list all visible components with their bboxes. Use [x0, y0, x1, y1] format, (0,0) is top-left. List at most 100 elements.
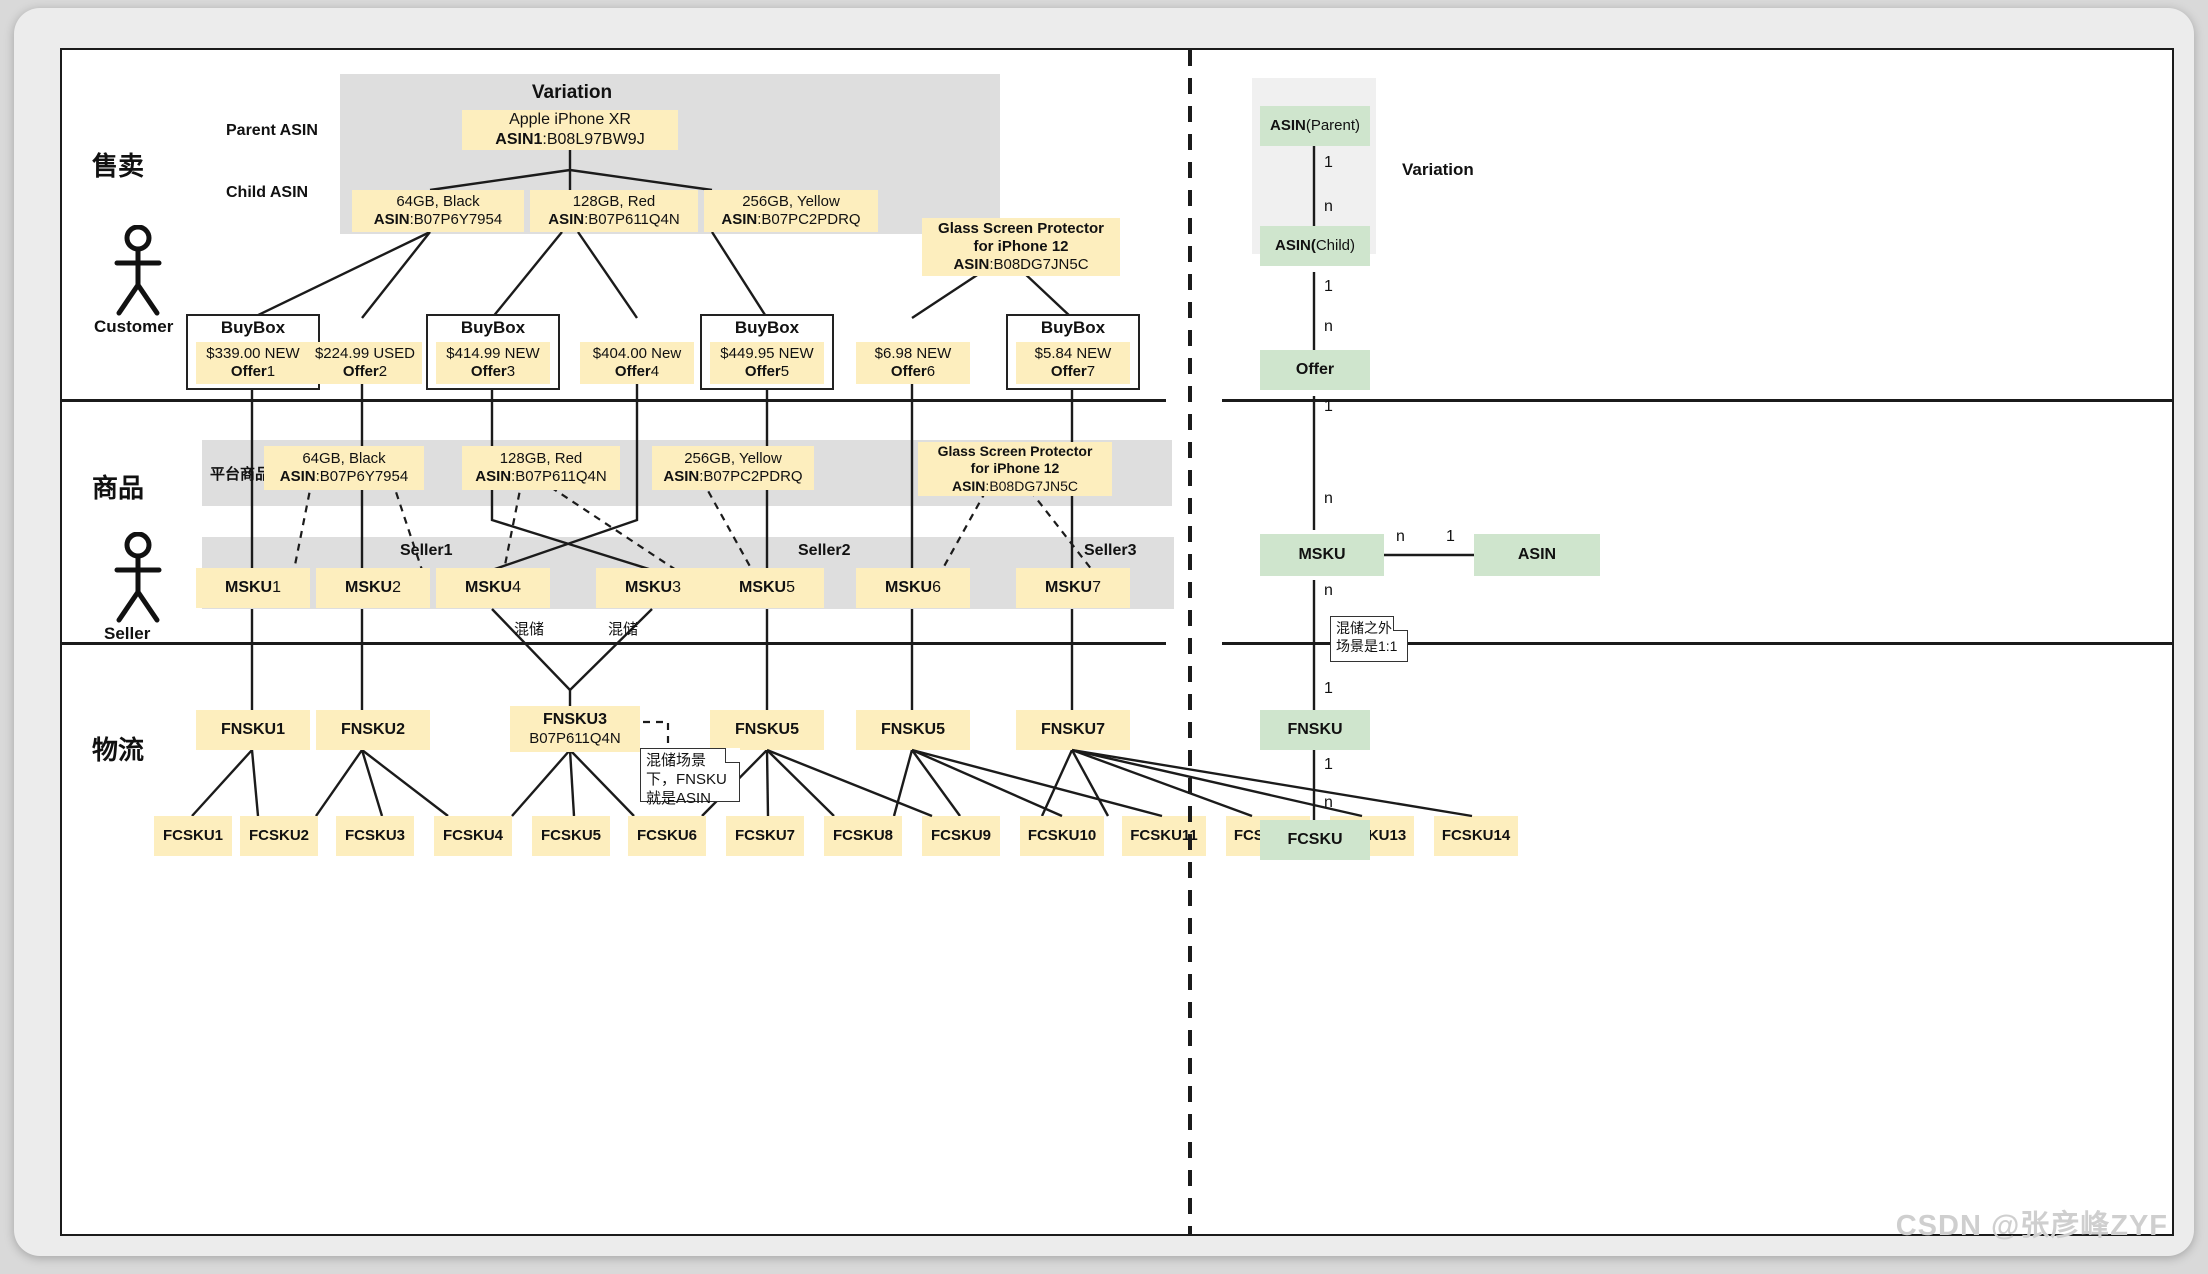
- platform-product-node-1[interactable]: 64GB, Black ASIN:B07P6Y7954: [264, 446, 424, 490]
- offer-price: $5.84 NEW: [1034, 344, 1112, 362]
- offer-name: Offer6: [890, 363, 936, 380]
- legend-fnsku-node[interactable]: FNSKU: [1260, 710, 1370, 750]
- fcsku-node-5[interactable]: FCSKU5: [532, 816, 610, 856]
- child-asin-node-2[interactable]: 128GB, Red ASIN:B07P611Q4N: [530, 190, 698, 232]
- legend-offer-node[interactable]: Offer: [1260, 350, 1370, 390]
- fnsku-node-1[interactable]: FNSKU1: [196, 710, 310, 750]
- offer-price: $224.99 USED: [314, 344, 416, 362]
- msku-node-6[interactable]: MSKU6: [856, 568, 970, 608]
- child-asin-node-3[interactable]: 256GB, Yellow ASIN:B07PC2PDRQ: [704, 190, 878, 232]
- msku-node-3[interactable]: MSKU3: [596, 568, 710, 608]
- fnsku-mixed-storage-note: 混储场景下，FNSKU就是ASIN: [640, 748, 740, 807]
- card-parent-child-bottom: n: [1324, 198, 1333, 215]
- msku-node-7[interactable]: MSKU7: [1016, 568, 1130, 608]
- fcsku-node-7[interactable]: FCSKU7: [726, 816, 804, 856]
- offer-node-3[interactable]: $414.99 NEW Offer3: [436, 342, 550, 384]
- fnsku-node-5a[interactable]: FNSKU5: [710, 710, 824, 750]
- diagram-card: 售卖 Customer 商品 Seller 物流 Variation Paren…: [14, 8, 2194, 1256]
- fcsku-node-6[interactable]: FCSKU6: [628, 816, 706, 856]
- fnsku-node-3[interactable]: FNSKU3 B07P611Q4N: [510, 706, 640, 752]
- fcsku-label: FCSKU7: [734, 826, 795, 844]
- platform-product-title: 256GB, Yellow: [684, 449, 782, 467]
- child-asin-node-1[interactable]: 64GB, Black ASIN:B07P6Y7954: [352, 190, 524, 232]
- legend-variation-label: Variation: [1402, 160, 1474, 179]
- fcsku-node-11[interactable]: FCSKU11: [1122, 816, 1206, 856]
- card-fnsku-fcsku-bottom: n: [1324, 794, 1333, 811]
- offer-name: Offer5: [744, 363, 790, 380]
- fcsku-label: FCSKU11: [1130, 826, 1198, 844]
- lane-title-logistics: 物流: [92, 735, 145, 765]
- seller-label-2: Seller2: [798, 542, 851, 559]
- fnsku-label: FNSKU5: [734, 721, 799, 739]
- variation-group-title: Variation: [531, 82, 613, 103]
- msku-node-4[interactable]: MSKU4: [436, 568, 550, 608]
- card-parent-child-top: 1: [1324, 154, 1333, 171]
- fcsku-label: FCSKU6: [636, 826, 697, 844]
- child-asin-label: Child ASIN: [226, 184, 309, 201]
- offer-name: Offer2: [342, 363, 388, 380]
- offer-node-7[interactable]: $5.84 NEW Offer7: [1016, 342, 1130, 384]
- lane-divider-1: [62, 399, 1166, 402]
- fcsku-node-2[interactable]: FCSKU2: [240, 816, 318, 856]
- offer-price: $449.95 NEW: [720, 344, 814, 362]
- fcsku-label: FCSKU3: [344, 826, 405, 844]
- lane-divider-2: [62, 642, 1166, 645]
- card-child-offer-top: 1: [1324, 278, 1333, 295]
- platform-product-node-3[interactable]: 256GB, Yellow ASIN:B07PC2PDRQ: [652, 446, 814, 490]
- standalone-asin-title-2: for iPhone 12: [973, 237, 1069, 255]
- legend-msku-node[interactable]: MSKU: [1260, 534, 1384, 576]
- legend-asin-child-node[interactable]: ASIN(Child): [1260, 226, 1370, 266]
- child-asin-title: 256GB, Yellow: [742, 192, 840, 210]
- offer-node-1[interactable]: $339.00 NEW Offer1: [196, 342, 310, 384]
- fnsku-node-5b[interactable]: FNSKU5: [856, 710, 970, 750]
- offer-node-6[interactable]: $6.98 NEW Offer6: [856, 342, 970, 384]
- seller-label-1: Seller1: [400, 542, 453, 559]
- legend-asin-node[interactable]: ASIN: [1474, 534, 1600, 576]
- offer-node-5[interactable]: $449.95 NEW Offer5: [710, 342, 824, 384]
- fnsku-node-7[interactable]: FNSKU7: [1016, 710, 1130, 750]
- parent-asin-label: Parent ASIN: [226, 122, 318, 139]
- lane-title-product: 商品: [92, 473, 145, 503]
- msku-node-2[interactable]: MSKU2: [316, 568, 430, 608]
- card-child-offer-bottom: n: [1324, 318, 1333, 335]
- note-fold-corner: [1393, 616, 1408, 631]
- offer-node-4[interactable]: $404.00 New Offer4: [580, 342, 694, 384]
- fcsku-node-4[interactable]: FCSKU4: [434, 816, 512, 856]
- fcsku-node-3[interactable]: FCSKU3: [336, 816, 414, 856]
- fcsku-node-9[interactable]: FCSKU9: [922, 816, 1000, 856]
- legend-asin-parent-node[interactable]: ASIN(Parent): [1260, 106, 1370, 146]
- watermark: CSDN @张彦峰ZYF: [1895, 1210, 2168, 1242]
- note-text: 混储之外场景是1:1: [1336, 620, 1398, 654]
- standalone-asin-node[interactable]: Glass Screen Protector for iPhone 12 ASI…: [922, 218, 1120, 276]
- legend-offer-label: Offer: [1295, 361, 1335, 379]
- parent-asin-node[interactable]: Apple iPhone XR ASIN1:B08L97BW9J: [462, 110, 678, 150]
- fcsku-label: FCSKU5: [540, 826, 601, 844]
- card-offer-msku-bottom: n: [1324, 490, 1333, 507]
- card-msku-fnsku-bottom: 1: [1324, 680, 1333, 697]
- fcsku-label: FCSKU2: [248, 826, 309, 844]
- platform-product-title: 128GB, Red: [499, 449, 583, 467]
- platform-product-title-2: for iPhone 12: [970, 460, 1060, 477]
- legend-asin-parent-label: ASIN(Parent): [1269, 116, 1361, 134]
- fcsku-node-1[interactable]: FCSKU1: [154, 816, 232, 856]
- lane-title-sell: 售卖: [92, 151, 145, 181]
- fcsku-node-14[interactable]: FCSKU14: [1434, 816, 1518, 856]
- platform-product-node-4[interactable]: Glass Screen Protector for iPhone 12 ASI…: [918, 442, 1112, 496]
- platform-products-label: 平台商品: [210, 466, 271, 483]
- fcsku-node-10[interactable]: FCSKU10: [1020, 816, 1104, 856]
- note-text: 混储场景下，FNSKU就是ASIN: [646, 752, 727, 807]
- legend-fcsku-node[interactable]: FCSKU: [1260, 820, 1370, 860]
- msku-node-5[interactable]: MSKU5: [710, 568, 824, 608]
- fnsku-label: FNSKU5: [880, 721, 945, 739]
- legend-fcsku-label: FCSKU: [1287, 831, 1343, 849]
- fcsku-label: FCSKU1: [162, 826, 223, 844]
- fnsku-node-2[interactable]: FNSKU2: [316, 710, 430, 750]
- seller-actor-icon: [110, 531, 166, 629]
- child-asin-title: 64GB, Black: [396, 192, 480, 210]
- platform-product-code: ASIN:B07P611Q4N: [475, 468, 607, 485]
- legend-asin-label: ASIN: [1517, 546, 1557, 564]
- offer-node-2[interactable]: $224.99 USED Offer2: [308, 342, 422, 384]
- fcsku-node-8[interactable]: FCSKU8: [824, 816, 902, 856]
- msku-node-1[interactable]: MSKU1: [196, 568, 310, 608]
- platform-product-node-2[interactable]: 128GB, Red ASIN:B07P611Q4N: [462, 446, 620, 490]
